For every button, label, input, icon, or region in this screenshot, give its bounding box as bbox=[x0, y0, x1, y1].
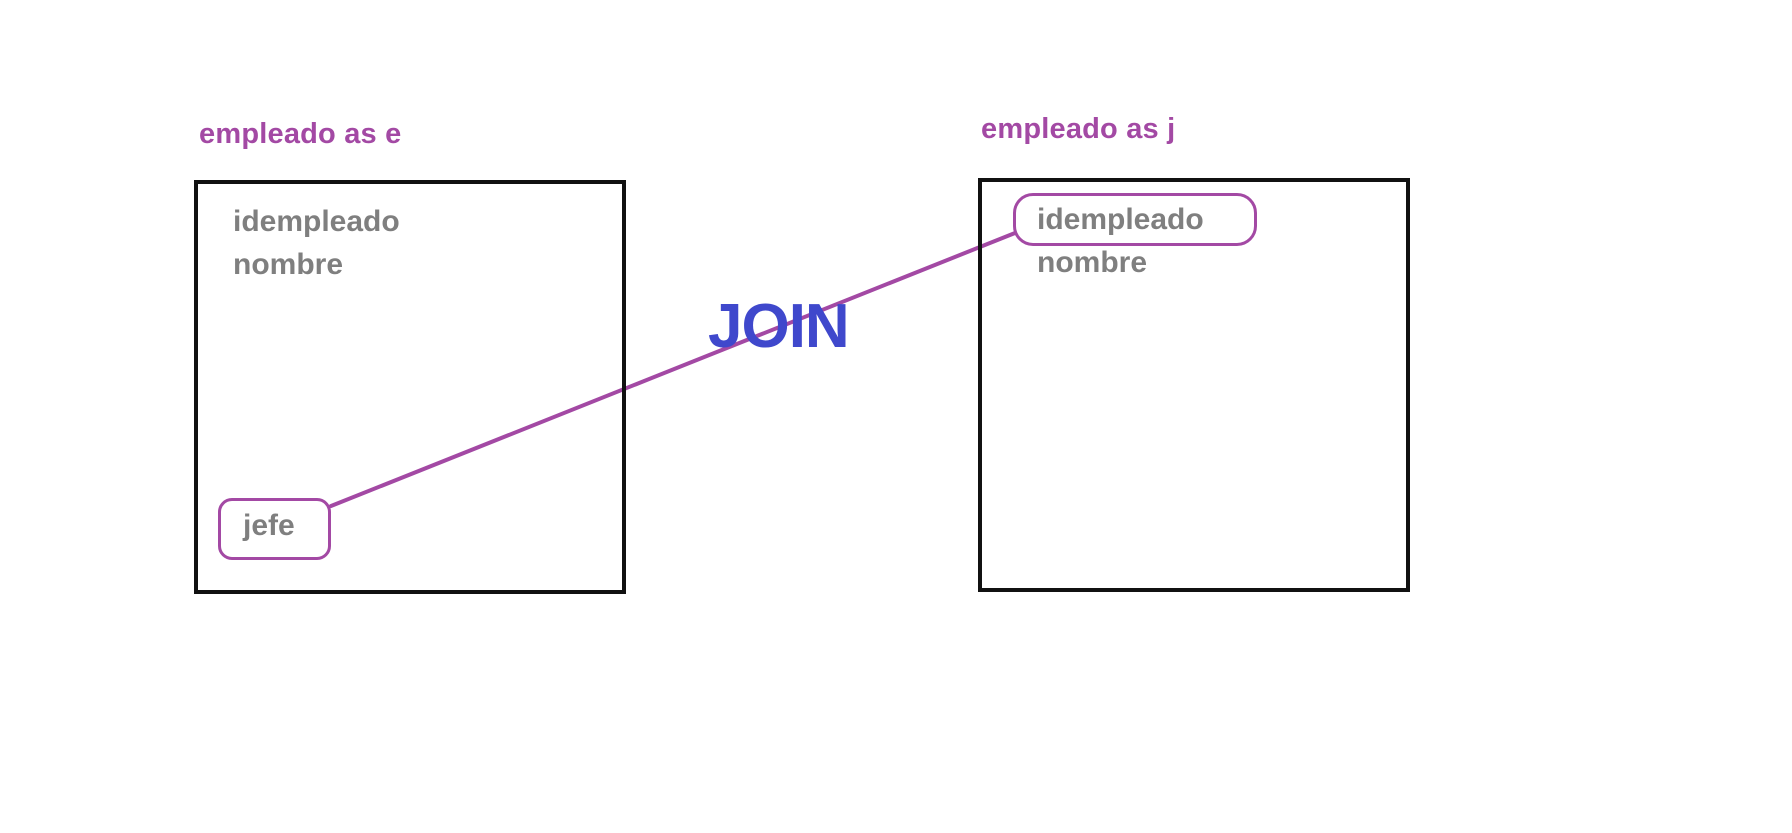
table-e-field-nombre: nombre bbox=[233, 248, 344, 281]
join-label: JOIN bbox=[708, 292, 850, 361]
table-e-box bbox=[194, 180, 626, 594]
table-j-idempleado-highlight bbox=[1013, 193, 1257, 246]
table-e-alias-label: empleado as e bbox=[199, 118, 402, 150]
table-e-field-jefe: jefe bbox=[243, 509, 295, 542]
table-j-field-idempleado: idempleado bbox=[1037, 203, 1204, 236]
table-j-box bbox=[978, 178, 1410, 592]
table-e-field-idempleado: idempleado bbox=[233, 205, 400, 238]
table-e-jefe-highlight bbox=[218, 498, 331, 560]
table-j-alias-label: empleado as j bbox=[981, 113, 1176, 145]
table-j-field-nombre: nombre bbox=[1037, 246, 1148, 279]
